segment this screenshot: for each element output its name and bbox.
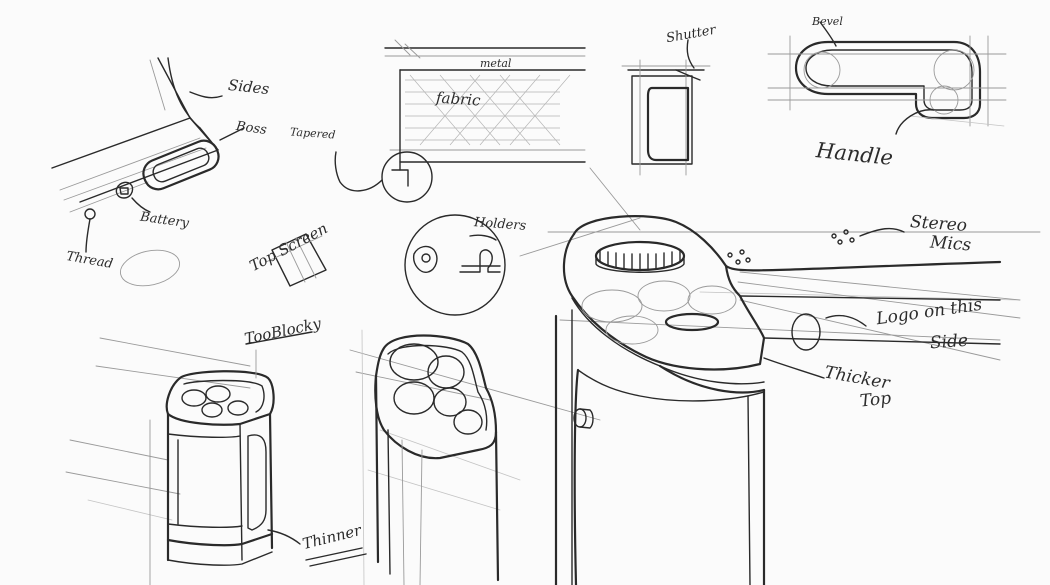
top-screen-sketch	[265, 233, 327, 287]
note-boss: Boss	[235, 118, 268, 139]
note-sides: Sides	[227, 75, 271, 99]
main-device-sketch	[519, 167, 1041, 585]
blocky-underline	[245, 331, 313, 345]
note-top: Top	[858, 388, 893, 412]
handle-sketch	[767, 21, 1007, 135]
note-holders: Holders	[473, 215, 527, 234]
thinner-underline-2	[309, 553, 367, 567]
note-logo-side: Side	[929, 330, 969, 354]
note-stereo: Stereo	[909, 212, 968, 236]
shutter-sketch	[621, 39, 711, 176]
note-tapered: Tapered	[289, 125, 336, 142]
thinner-underline	[305, 547, 363, 561]
fabric-band-sketch	[334, 39, 586, 203]
note-fabric: fabric	[435, 88, 482, 110]
note-bevel: Bevel	[812, 15, 843, 28]
note-metal: metal	[480, 57, 512, 70]
holders-sketch	[404, 214, 506, 316]
middle-device-sketch	[349, 329, 601, 585]
side-panel-sketch	[51, 57, 245, 287]
note-mics: Mics	[929, 232, 972, 256]
blocky-device-sketch	[65, 337, 301, 585]
